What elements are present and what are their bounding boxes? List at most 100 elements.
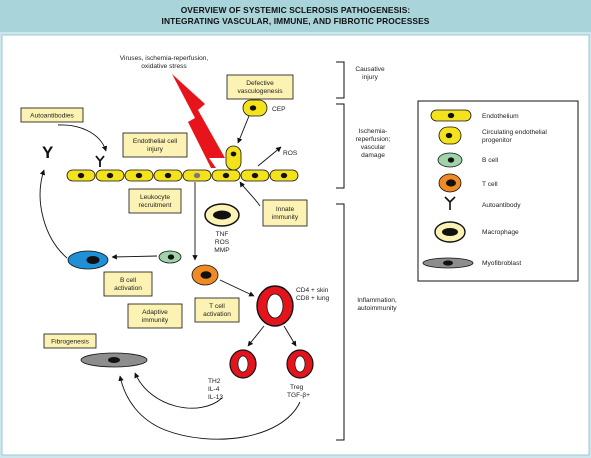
treg-label: Treg <box>290 384 304 391</box>
bcell-small <box>158 250 182 264</box>
innate-immunity-box: Innate immunity <box>262 199 308 227</box>
macrophage-mmp: MMP <box>214 247 230 254</box>
arrow-to-th2 <box>247 325 265 347</box>
stage-causative-line-2: injury <box>362 74 378 81</box>
endothelial-cell <box>240 169 270 182</box>
legend-endothelium-icon <box>430 109 472 122</box>
defective-vasculogenesis-line-1: Defective <box>246 80 274 87</box>
cd8-label: CD8 + lung <box>296 295 330 302</box>
leukocyte-recruitment-line-2: recruitment <box>139 202 172 209</box>
arrow-innate-to-endothelium <box>239 181 261 207</box>
fibrogenesis-label: Fibrogenesis <box>51 339 89 346</box>
legend-tcell-icon <box>438 173 462 193</box>
trigger-text-line-1: Viruses, ischemia-reperfusion, <box>120 55 209 62</box>
legend-autoantibody-label: Autoantibody <box>482 202 521 209</box>
legend-autoantibody-icon <box>444 196 456 210</box>
legend-bcell-icon <box>437 152 463 168</box>
legend-tcell-label: T cell <box>482 181 498 188</box>
autoantibodies-label: Autoantibodies <box>30 113 74 120</box>
stage-ischemia-line-1: Ischemia- <box>359 128 388 135</box>
autoantibody-on-endothelium-icon <box>95 155 105 167</box>
stage-bracket-ischemia <box>336 103 345 189</box>
arrow-cep-to-endothelium <box>237 115 250 144</box>
stage-bracket-inflammation <box>336 203 345 441</box>
tcell-activation-box: T cell activation <box>194 297 240 323</box>
cep-label: CEP <box>272 106 286 113</box>
figure-title-line-1: OVERVIEW OF SYSTEMIC SCLEROSIS PATHOGENE… <box>180 5 411 15</box>
defective-vasculogenesis-line-2: vasculogenesis <box>237 88 283 95</box>
endothelial-injury-line-1: Endothelial cell <box>133 138 178 145</box>
legend-macrophage-label: Macrophage <box>482 229 519 236</box>
bcell-activation-line-2: activation <box>114 285 142 292</box>
th2-label: TH2 <box>208 378 221 385</box>
bcell-activation-line-1: B cell <box>120 277 137 284</box>
legend-bcell-label: B cell <box>482 157 499 164</box>
bcell-activation-box: B cell activation <box>103 271 153 297</box>
ros-label-top: ROS <box>283 150 298 157</box>
arrow-endothelium-to-ros <box>257 146 282 167</box>
endothelial-cell <box>124 169 154 182</box>
adaptive-immunity-box: Adaptive immunity <box>127 303 183 329</box>
endothelial-cell <box>269 169 299 182</box>
endothelium-row <box>66 169 299 182</box>
arrow-tcell-activation <box>219 279 255 297</box>
trigger-text-line-2: oxidative stress <box>141 63 187 70</box>
legend-myofibroblast-label: Myofibroblast <box>482 260 521 267</box>
fibrogenesis-box: Fibrogenesis <box>43 333 97 349</box>
stage-bracket-causative <box>336 61 345 99</box>
stage-ischemia-line-3: vascular <box>361 144 386 151</box>
stage-inflammation-line-1: Inflammation, <box>357 297 397 304</box>
lightning-bolt-icon <box>172 74 225 168</box>
activated-bcell <box>67 250 109 270</box>
endothelial-cell <box>211 169 241 182</box>
treg-tgfb: TGF-β+ <box>287 392 310 399</box>
legend-cep-icon <box>438 126 462 145</box>
figure-title-line-2: INTEGRATING VASCULAR, IMMUNE, AND FIBROT… <box>161 16 430 26</box>
innate-immunity-line-1: Innate <box>276 206 295 213</box>
legend-myofibroblast-icon <box>422 257 474 269</box>
legend-cep-label-2: progenitor <box>482 137 512 144</box>
endothelial-cell <box>95 169 125 182</box>
th2-il4: IL-4 <box>208 386 220 393</box>
defective-vasculogenesis-box: Defective vasculogenesis <box>226 74 294 100</box>
adaptive-immunity-line-2: immunity <box>142 317 169 324</box>
cep-cell-attached <box>225 145 242 171</box>
endothelial-cell <box>66 169 96 182</box>
tcell-activation-line-1: T cell <box>209 303 225 310</box>
legend-box <box>417 100 579 282</box>
th2-cell <box>229 349 257 379</box>
title-bar: OVERVIEW OF SYSTEMIC SCLEROSIS PATHOGENE… <box>0 0 591 32</box>
arrow-th2-to-myofibroblast <box>134 372 223 409</box>
endothelial-injury-line-2: injury <box>147 146 163 153</box>
arrow-to-treg <box>283 325 297 347</box>
stage-causative-line-1: Causative <box>355 66 385 73</box>
myofibroblast-cell <box>80 352 148 368</box>
activated-tcell-large <box>256 285 294 327</box>
cep-cell-upper <box>242 99 268 117</box>
legend-endothelium-label: Endothelium <box>482 113 519 120</box>
y-antibody-icon: Y <box>42 143 54 162</box>
leukocyte-recruitment-box: Leukocyte recruitment <box>128 188 182 214</box>
endothelial-cell <box>182 169 212 182</box>
arrow-autoantibodies-to-endothelium <box>57 124 108 152</box>
arrow-bcell-to-autoantibodies <box>39 169 68 259</box>
autoantibodies-box: Autoantibodies <box>20 107 84 123</box>
stage-ischemia-line-4: damage <box>361 152 385 159</box>
macrophage-ros: ROS <box>215 239 230 246</box>
arrow-bcell-activation <box>111 254 158 260</box>
treg-cell <box>286 349 314 379</box>
leukocyte-recruitment-line-1: Leukocyte <box>140 194 170 201</box>
tcell-activation-line-2: activation <box>203 311 231 318</box>
legend-macrophage-icon <box>434 221 466 243</box>
macrophage-tnf: TNF <box>216 231 229 238</box>
endothelial-injury-box: Endothelial cell injury <box>122 132 188 158</box>
stage-ischemia-line-2: reperfusion; <box>356 136 391 143</box>
th2-il13: IL-13 <box>208 394 223 401</box>
arrow-treg-to-myofibroblast <box>118 375 301 440</box>
cd4-label: CD4 + skin <box>296 287 329 294</box>
innate-immunity-line-2: immunity <box>272 214 299 221</box>
stage-inflammation-line-2: autoimmunity <box>357 305 397 312</box>
legend-cep-label-1: Circulating endothelial <box>482 129 547 136</box>
